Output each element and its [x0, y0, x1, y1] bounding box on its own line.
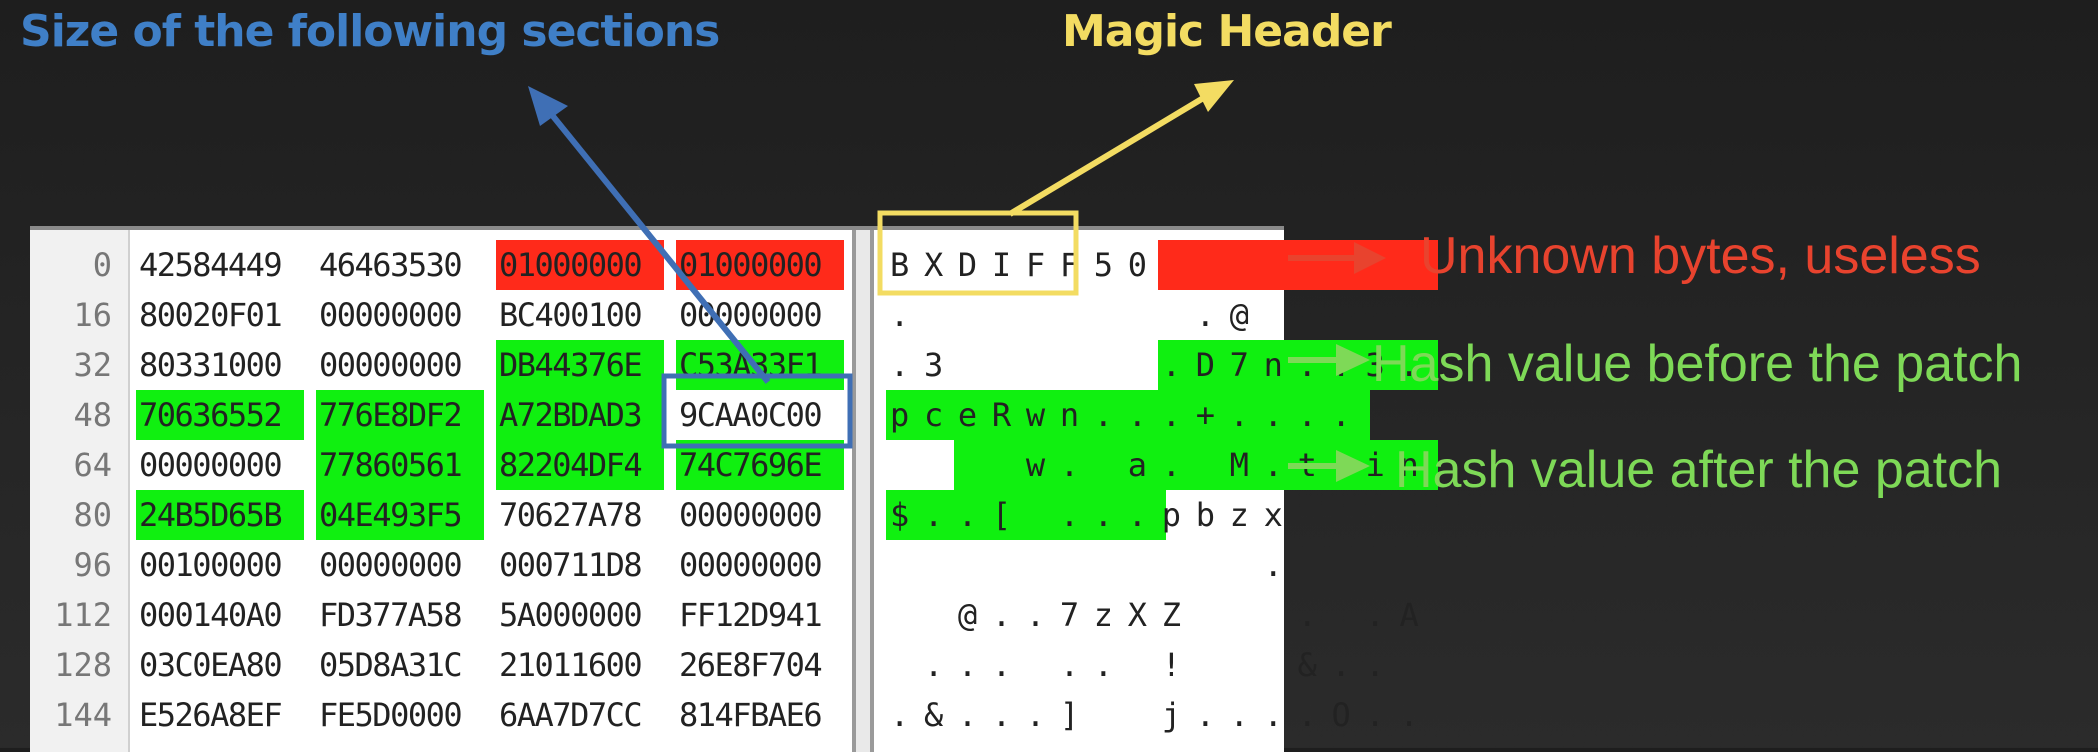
ascii-text: . .@ — [890, 296, 1434, 334]
hex-word: 00000000 — [319, 546, 463, 584]
hex-word: 80331000 — [139, 346, 283, 384]
hex-word: 05D8A31C — [319, 646, 463, 684]
size-arrow-line — [545, 108, 771, 384]
row-offset: 48 — [73, 396, 112, 434]
magic-header-box — [877, 210, 1079, 296]
magic-arrow-line — [1008, 91, 1212, 217]
unknown-arrow-head — [1354, 242, 1386, 274]
unknown-bytes-annotation: Unknown bytes, useless — [1420, 227, 1981, 285]
before-arrow-head — [1336, 344, 1370, 376]
row-offset: 96 — [73, 546, 112, 584]
size-arrow-head — [528, 86, 568, 126]
row-offset: 144 — [54, 696, 112, 734]
row-offset: 112 — [54, 596, 112, 634]
hex-word: 80020F01 — [139, 296, 283, 334]
row-offset: 0 — [92, 246, 112, 284]
hex-word: 00100000 — [139, 546, 283, 584]
row-offset: 16 — [73, 296, 112, 334]
hex-word: 814FBAE6 — [679, 696, 823, 734]
hex-word: 00000000 — [679, 546, 823, 584]
hex-word: 21011600 — [499, 646, 643, 684]
hex-word: 70636552 — [136, 390, 304, 440]
ascii-separator — [852, 230, 874, 752]
hex-word: 776E8DF2 — [316, 390, 484, 440]
ascii-text: pceRwn...+.... — [890, 396, 1434, 434]
hex-word: 00000000 — [319, 346, 463, 384]
ascii-text: @..7zXZ . .A — [890, 596, 1434, 634]
row-offset: 80 — [73, 496, 112, 534]
size-field-box — [661, 373, 853, 449]
hex-word: 00000000 — [139, 446, 283, 484]
hex-word: 82204DF4 — [496, 440, 664, 490]
ascii-highlight — [1158, 340, 1438, 390]
hex-word: 46463530 — [319, 246, 463, 284]
size-sections-title: Size of the following sections — [20, 6, 720, 57]
magic-arrow-head — [1194, 80, 1234, 112]
ascii-text: . — [890, 546, 1434, 584]
hex-word: 00000000 — [679, 496, 823, 534]
hex-word: 01000000 — [496, 240, 664, 290]
offset-gutter — [30, 230, 130, 752]
row-offset: 64 — [73, 446, 112, 484]
hex-word: 6AA7D7CC — [499, 696, 643, 734]
hex-word: E526A8EF — [139, 696, 283, 734]
ascii-text: .3 .D7n.:3. — [890, 346, 1434, 384]
hex-word: 24B5D65B — [136, 490, 304, 540]
ascii-text: .&...] j....O.. — [890, 696, 1434, 734]
ascii-highlight — [886, 490, 1166, 540]
hex-word: 04E493F5 — [316, 490, 484, 540]
hex-word: 70627A78 — [499, 496, 643, 534]
hex-word: A72BDAD3 — [496, 390, 664, 440]
ascii-text: w. a. M.t.in — [890, 446, 1434, 484]
row-offset: 32 — [73, 346, 112, 384]
hex-word: 000140A0 — [139, 596, 283, 634]
hex-word: 26E8F704 — [679, 646, 823, 684]
hex-word: 9CAA0C00 — [679, 396, 823, 434]
ascii-highlight — [886, 390, 1370, 440]
hex-word: DB44376E — [496, 340, 664, 390]
magic-header-title: Magic Header — [1062, 6, 1392, 57]
hex-word: FD377A58 — [319, 596, 463, 634]
ascii-highlight — [1158, 240, 1438, 290]
row-offset: 128 — [54, 646, 112, 684]
hex-word: 00000000 — [319, 296, 463, 334]
hex-word: 77860561 — [316, 440, 484, 490]
ascii-text: ... .. ! &.. — [890, 646, 1434, 684]
hash-before-annotation: Hash value before the patch — [1372, 335, 2023, 393]
hash-after-annotation: Hash value after the patch — [1395, 441, 2003, 499]
hex-word: FF12D941 — [679, 596, 823, 634]
hex-word: BC400100 — [499, 296, 643, 334]
hex-word: 5A000000 — [499, 596, 643, 634]
hex-word: 000711D8 — [499, 546, 643, 584]
after-arrow-head — [1336, 450, 1370, 482]
hex-word: 03C0EA80 — [139, 646, 283, 684]
ascii-text: BXDIFF50 — [890, 246, 1434, 284]
ascii-text: $..[ ...pbzx — [890, 496, 1434, 534]
hex-word: FE5D0000 — [319, 696, 463, 734]
hex-word: 01000000 — [676, 240, 844, 290]
hex-word: 42584449 — [139, 246, 283, 284]
